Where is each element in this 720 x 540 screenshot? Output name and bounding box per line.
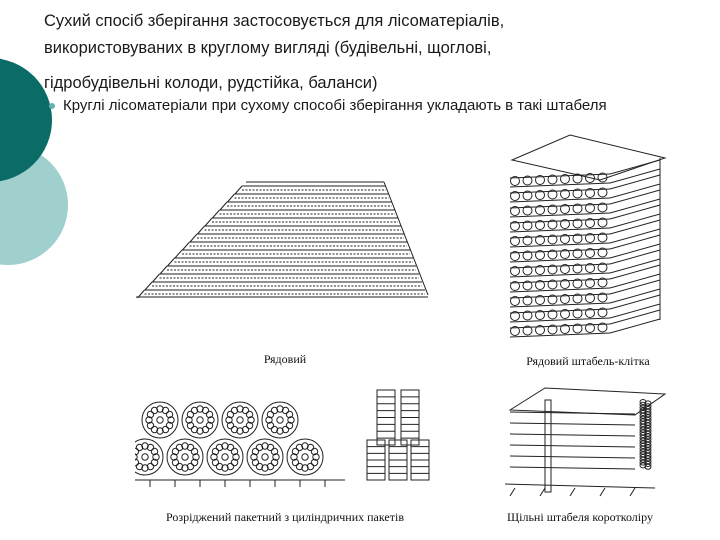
slide-heading: Сухий спосіб зберігання застосовується д… xyxy=(44,8,684,97)
caption-crib-stack: Рядовий штабель-клітка xyxy=(498,354,678,369)
crib-stack-drawing xyxy=(500,130,675,345)
heading-line-3: гідробудівельні колоди, рудстійка, балан… xyxy=(44,70,684,97)
bullet-item: Круглі лісоматеріали при сухому способі … xyxy=(49,97,709,114)
dense-short-logs-drawing xyxy=(505,380,670,500)
cylindrical-packets-drawing xyxy=(135,385,440,490)
bullet-dot-icon xyxy=(49,103,55,109)
caption-dense-short-logs: Щільні штабеля коротколіру xyxy=(480,510,680,525)
caption-cylindrical-packets: Розріджений пакетний з циліндричних паке… xyxy=(130,510,440,525)
row-stack-drawing xyxy=(132,178,432,303)
figure-dense-short-logs xyxy=(505,380,670,500)
figure-cylindrical-packets xyxy=(135,385,440,490)
bullet-text: Круглі лісоматеріали при сухому способі … xyxy=(63,97,607,114)
heading-line-2: використовуваних в круглому вигляді (буд… xyxy=(44,35,684,62)
figure-row-stack xyxy=(132,178,432,303)
figure-crib-stack xyxy=(500,130,675,345)
caption-row-stack: Рядовий xyxy=(230,352,340,367)
heading-line-1: Сухий спосіб зберігання застосовується д… xyxy=(44,8,684,35)
